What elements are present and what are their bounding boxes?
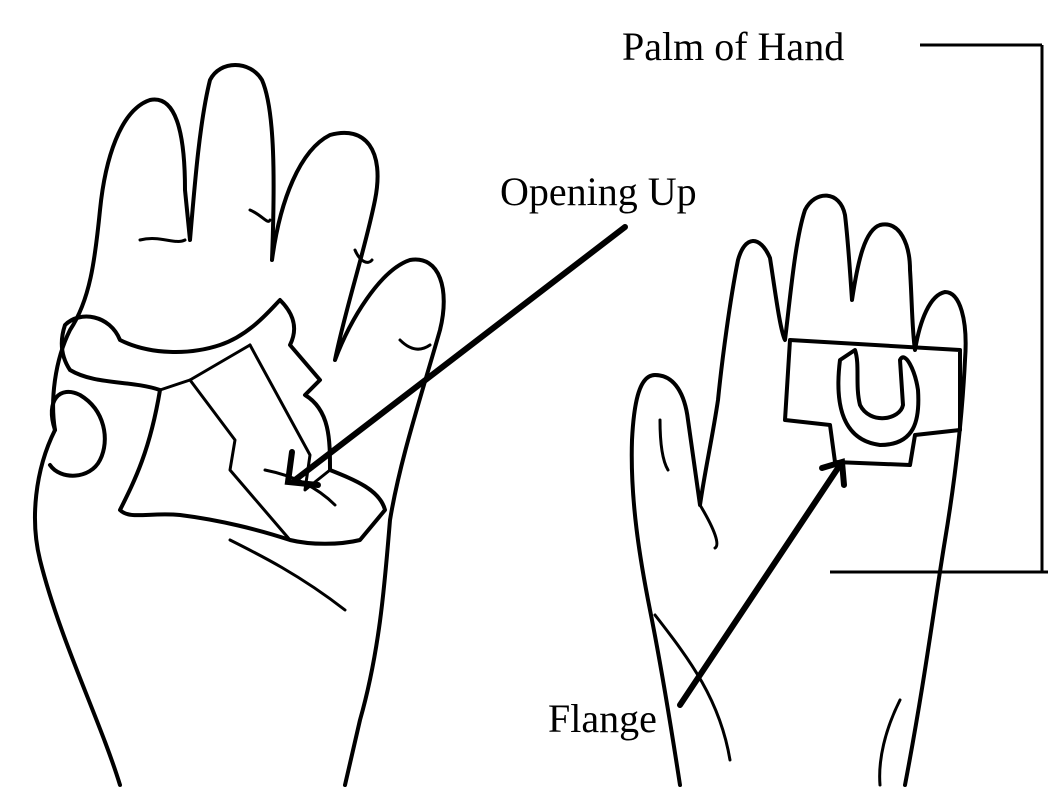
flange-arrow bbox=[680, 462, 844, 705]
palm-bracket bbox=[830, 45, 1048, 572]
right-hand-illustration bbox=[632, 196, 966, 785]
opening-up-label: Opening Up bbox=[500, 169, 697, 214]
flange-label: Flange bbox=[548, 696, 657, 741]
palm-of-hand-label: Palm of Hand bbox=[622, 24, 844, 69]
left-hand-illustration bbox=[35, 65, 444, 785]
